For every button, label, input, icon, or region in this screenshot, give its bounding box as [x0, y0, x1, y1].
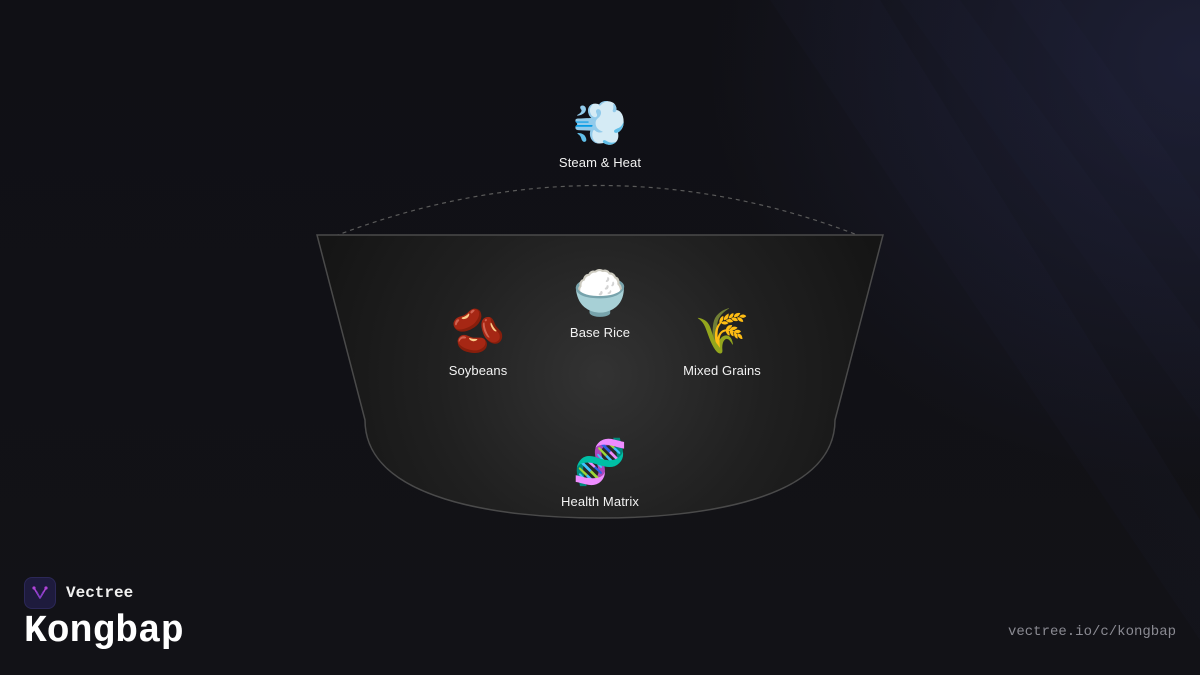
dna-icon: 🧬 — [572, 437, 628, 488]
steam-arc — [334, 184, 861, 237]
node-label: Soybeans — [448, 363, 508, 378]
node-label: Steam & Heat — [558, 155, 642, 170]
bowl-shape — [316, 234, 884, 519]
source-url-link[interactable]: vectree.io/c/kongbap — [1007, 624, 1176, 640]
rice-bowl-icon: 🍚 — [572, 268, 628, 319]
node-health-matrix: 🧬 Health Matrix — [520, 437, 680, 510]
brand-name: Vectree — [66, 584, 134, 602]
node-label: Mixed Grains — [683, 363, 761, 378]
dash-steam-icon: 💨 — [572, 98, 628, 149]
node-mixed-grains: 🌾 Mixed Grains — [642, 306, 802, 379]
node-label: Health Matrix — [561, 494, 639, 509]
page-title: Kongbap — [24, 610, 184, 653]
node-base-rice: 🍚 Base Rice — [520, 268, 680, 341]
beans-icon: 🫘 — [450, 306, 506, 357]
node-label: Base Rice — [569, 325, 631, 340]
vectree-logo-icon — [24, 577, 56, 609]
node-steam-heat: 💨 Steam & Heat — [520, 98, 680, 171]
sheaf-of-grain-icon: 🌾 — [694, 306, 750, 357]
brand-row: Vectree — [24, 577, 133, 609]
node-soybeans: 🫘 Soybeans — [398, 306, 558, 379]
